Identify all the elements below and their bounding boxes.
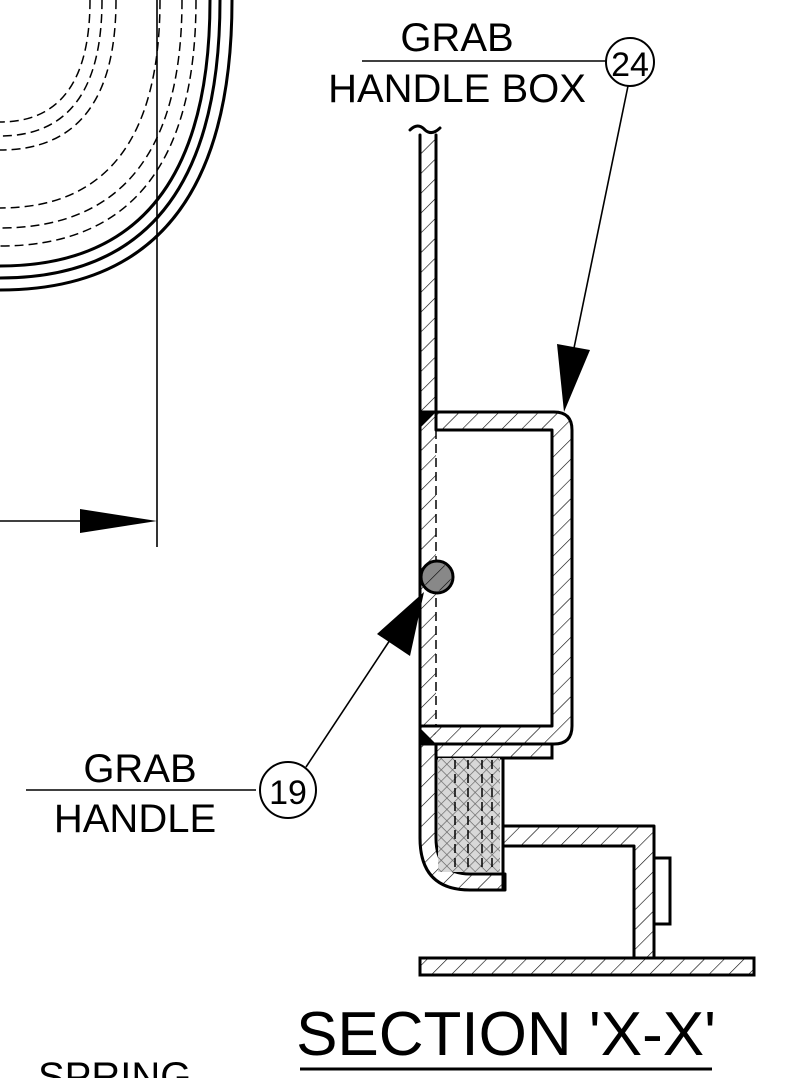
callout-24-line2: HANDLE BOX — [328, 67, 586, 111]
callout-24-line1: GRAB — [400, 16, 513, 60]
callout-24-number: 24 — [611, 46, 649, 84]
grab-handle-rod-hatch — [423, 563, 451, 591]
dimension-arrowhead — [80, 509, 157, 533]
wall-return — [418, 742, 507, 892]
filler-block — [438, 756, 505, 892]
section-title: SECTION 'X-X' — [296, 1000, 716, 1071]
floor-plate — [418, 956, 756, 977]
curved-edge-hidden — [0, 0, 197, 247]
lower-plate — [434, 742, 554, 760]
partial-spring-label: SPRING — [38, 1055, 191, 1078]
callout-19-arrowhead — [377, 592, 424, 656]
curved-edge-solid — [0, 0, 234, 292]
callout-24: GRAB HANDLE BOX 24 — [328, 16, 655, 412]
callout-19-line2: HANDLE — [54, 797, 216, 841]
callout-19-number: 19 — [269, 774, 307, 812]
section-title-text: SECTION 'X-X' — [296, 1000, 716, 1069]
angle-bracket — [501, 824, 672, 960]
callout-24-arrowhead — [557, 344, 590, 412]
callout-19: GRAB HANDLE 19 — [26, 592, 424, 841]
callout-19-line1: GRAB — [83, 747, 196, 791]
